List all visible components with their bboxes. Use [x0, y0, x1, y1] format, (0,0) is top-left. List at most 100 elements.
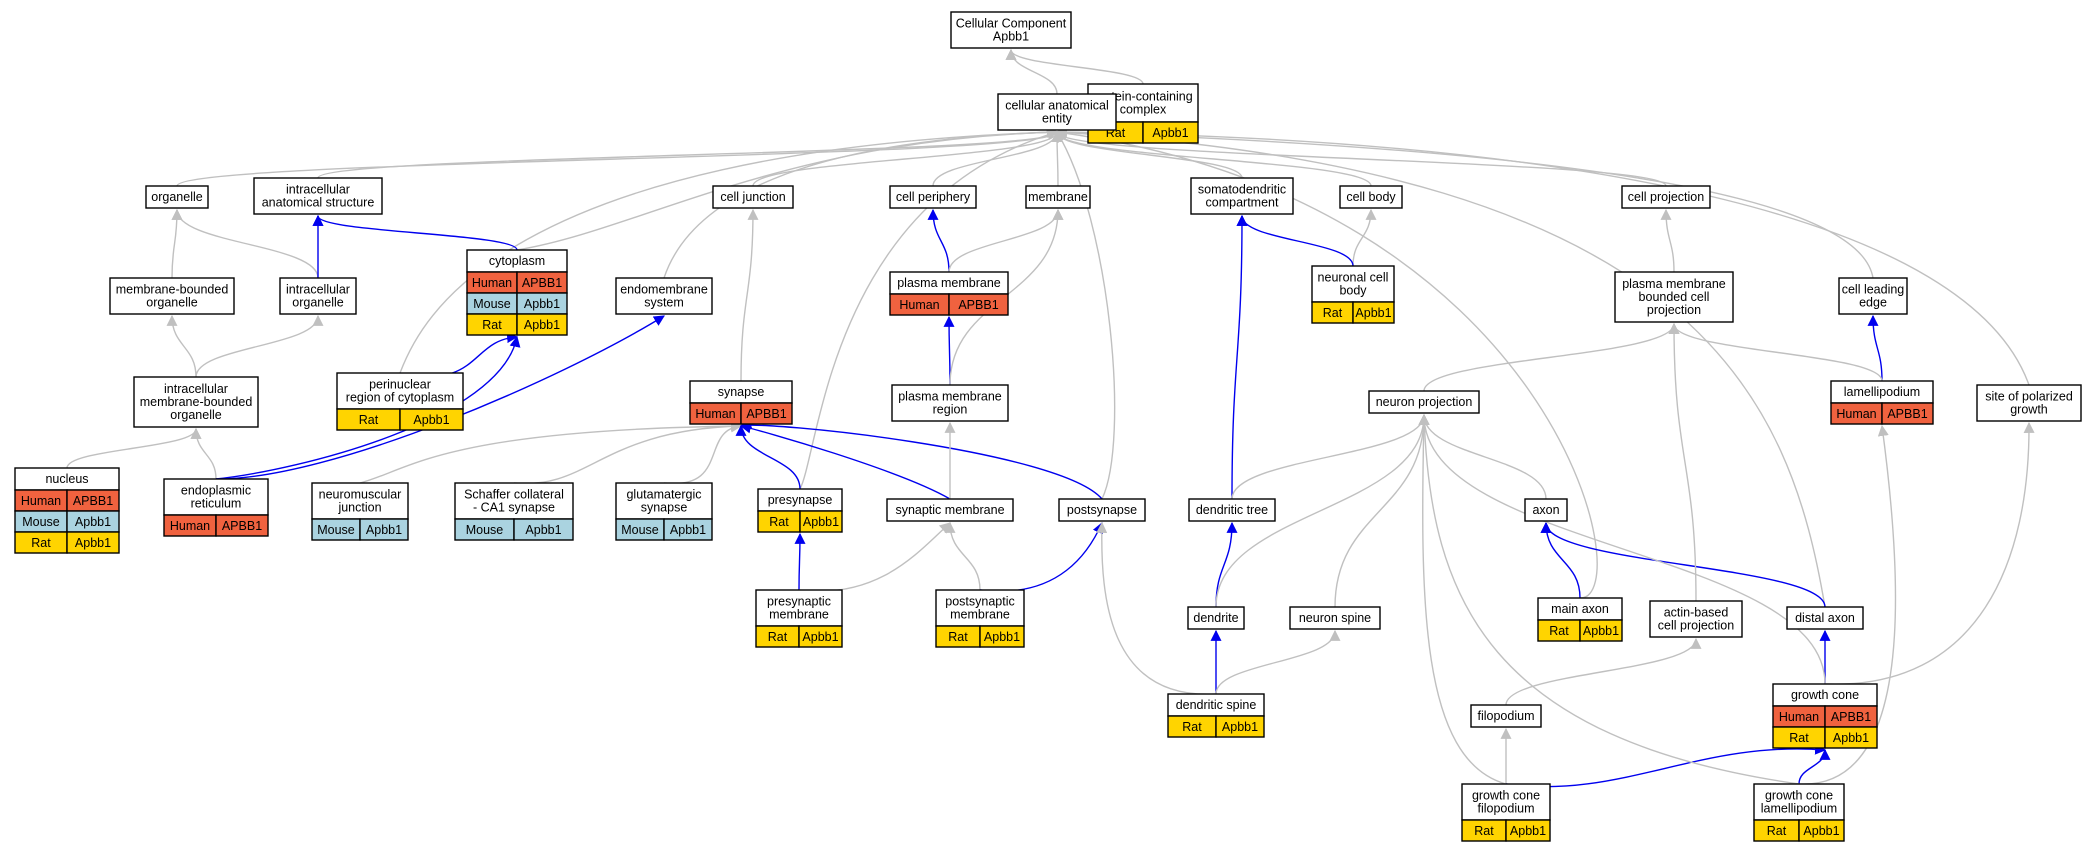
term-box[interactable] — [1187, 606, 1245, 630]
species-name: Mouse — [473, 297, 511, 311]
term-node-axon[interactable]: axon — [1524, 498, 1568, 522]
annotation-cell — [979, 625, 1025, 648]
term-box[interactable] — [279, 277, 357, 315]
term-box[interactable] — [1461, 783, 1551, 821]
term-box[interactable] — [891, 384, 1009, 422]
term-box[interactable] — [133, 376, 259, 428]
term-node-nproj[interactable]: neuron projection — [1368, 390, 1480, 414]
term-box[interactable] — [109, 277, 235, 315]
term-box[interactable] — [1753, 783, 1845, 821]
term-box[interactable] — [1025, 185, 1091, 209]
term-box[interactable] — [163, 478, 269, 516]
term-node-cprojection[interactable]: cell projection — [1621, 185, 1711, 209]
term-box[interactable] — [1976, 384, 2082, 422]
term-box[interactable] — [997, 93, 1117, 131]
term-node-cperiphery[interactable]: cell periphery — [889, 185, 977, 209]
term-node-postsyn[interactable]: postsynapse — [1058, 498, 1146, 522]
term-box[interactable] — [1649, 600, 1743, 638]
term-node-filopodium[interactable]: filopodium — [1470, 704, 1542, 728]
edge-distalaxon-to-axon — [1540, 521, 1826, 608]
edge-cytoplasm-to-ias — [312, 214, 518, 251]
term-label: cell leading — [1842, 283, 1905, 297]
term-box[interactable] — [615, 277, 713, 315]
term-node-synmem[interactable]: synaptic membrane — [886, 498, 1014, 522]
term-node-cellbody[interactable]: cell body — [1339, 185, 1403, 209]
term-box[interactable] — [950, 11, 1072, 49]
term-node-dtree[interactable]: dendritic tree — [1188, 498, 1276, 522]
edge-dtree-to-nproj — [1231, 413, 1430, 500]
term-box[interactable] — [1190, 177, 1294, 215]
term-box[interactable] — [1188, 498, 1276, 522]
term-box[interactable] — [1470, 704, 1542, 728]
term-node-distalaxon[interactable]: distal axon — [1786, 606, 1864, 630]
term-box[interactable] — [1838, 277, 1908, 315]
term-box[interactable] — [889, 185, 977, 209]
term-box[interactable] — [1621, 185, 1711, 209]
term-box[interactable] — [935, 589, 1025, 627]
term-label: region — [933, 403, 968, 417]
term-box[interactable] — [253, 177, 383, 215]
term-box[interactable] — [1524, 498, 1568, 522]
term-box[interactable] — [145, 185, 209, 209]
term-node-membrane[interactable]: membrane — [1025, 185, 1091, 209]
term-box[interactable] — [1786, 606, 1864, 630]
term-box[interactable] — [311, 482, 409, 520]
term-node-nspine[interactable]: neuron spine — [1289, 606, 1381, 630]
term-box[interactable] — [1058, 498, 1146, 522]
term-box[interactable] — [1289, 606, 1381, 630]
term-box[interactable] — [1339, 185, 1403, 209]
edge-gcl-to-nproj — [1418, 413, 1800, 785]
gene-symbol: Apbb1 — [803, 515, 839, 529]
edge-nproj-to-pmbcp — [1423, 322, 1680, 392]
edge-nucleus-to-imbo — [66, 427, 202, 469]
term-node-organelle[interactable]: organelle — [145, 185, 209, 209]
term-box[interactable] — [615, 482, 713, 520]
term-box[interactable] — [712, 185, 794, 209]
term-box[interactable] — [1614, 271, 1734, 323]
annotation-cell — [66, 531, 120, 554]
term-box[interactable] — [336, 372, 464, 410]
term-box[interactable] — [755, 589, 843, 627]
term-label: membrane — [1028, 190, 1088, 204]
gene-symbol: APBB1 — [1887, 407, 1927, 421]
term-box[interactable] — [886, 498, 1014, 522]
species-name: Human — [1779, 710, 1819, 724]
term-box[interactable] — [1368, 390, 1480, 414]
term-node-dendrite[interactable]: dendrite — [1187, 606, 1245, 630]
term-node-cjunction[interactable]: cell junction — [712, 185, 794, 209]
